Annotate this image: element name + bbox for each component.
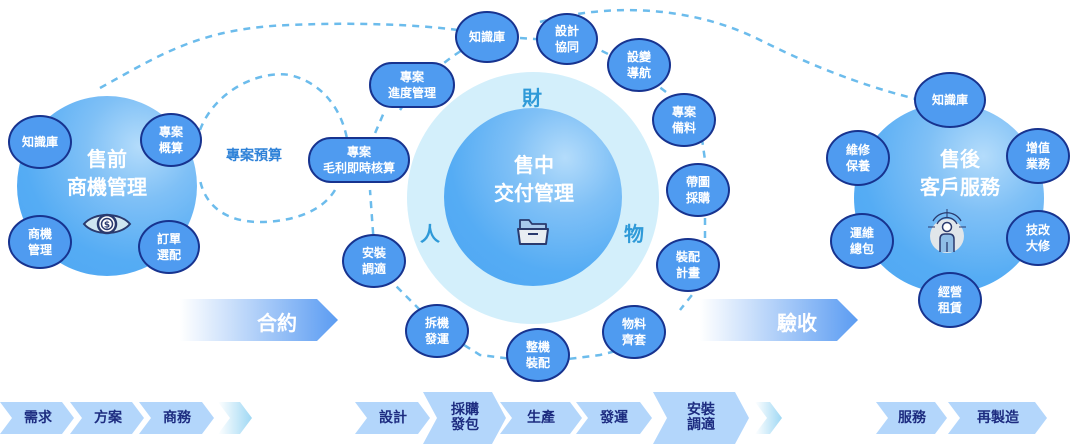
- chevron-install: [653, 392, 749, 444]
- insale-node-assembly-plan[interactable]: 裝配 計畫: [656, 238, 720, 292]
- facet-materials: 物: [624, 222, 644, 246]
- chevron-ship: [576, 402, 652, 434]
- aftersale-circle: [854, 103, 1044, 293]
- chevron-fade-insale: [755, 402, 782, 434]
- milestone-acceptance-arrow: [700, 299, 858, 341]
- insale-node-knowledge-base[interactable]: 知識庫: [455, 11, 519, 63]
- insale-node-progress-mgmt[interactable]: 專案 進度管理: [369, 62, 455, 108]
- insale-node-design-collab[interactable]: 設計 協同: [536, 13, 598, 65]
- step-produce-label: 生產: [527, 409, 555, 426]
- milestone-contract-label: 合約: [257, 311, 297, 335]
- aftersale-node-maintenance[interactable]: 維修 保養: [826, 130, 890, 186]
- insale-node-disassembly-ship[interactable]: 拆機 發運: [405, 304, 469, 358]
- aftersale-node-value-added[interactable]: 增值 業務: [1006, 128, 1070, 184]
- top-arc-presale-to-insale: [99, 22, 459, 90]
- insale-node-drawing-purchase[interactable]: 帶圖 採購: [666, 163, 730, 217]
- chevron-produce: [500, 402, 582, 434]
- budget-loop-label: 專案預算: [226, 148, 282, 164]
- step-install-label: 安裝 調適: [687, 402, 715, 433]
- budget-loop: [198, 73, 350, 224]
- step-remanufacture-label: 再製造: [977, 409, 1019, 426]
- presale-node-order-config[interactable]: 訂單 選配: [138, 220, 200, 274]
- aftersale-title-line2: 客戶服務: [920, 175, 1000, 199]
- step-design-label: 設計: [379, 409, 407, 426]
- aftersale-title-line1: 售後: [940, 147, 980, 171]
- insale-node-install-tuning[interactable]: 安裝 調適: [342, 234, 406, 288]
- presale-title-line2: 商機管理: [67, 175, 147, 199]
- step-business-label: 商務: [163, 409, 191, 426]
- aftersale-node-operating-lease[interactable]: 經營 租賃: [918, 272, 982, 328]
- step-service: 服務: [882, 402, 942, 434]
- step-service-label: 服務: [898, 409, 926, 426]
- top-arc-insale-to-aftersale: [539, 8, 921, 102]
- chevron-service: [876, 402, 947, 434]
- step-produce: 生產: [506, 402, 576, 434]
- facet-finance: 財: [522, 86, 542, 110]
- insale-node-material-kitting[interactable]: 物料 齊套: [602, 305, 666, 359]
- svg-text:$: $: [104, 221, 110, 231]
- step-install: 安裝 調適: [660, 392, 742, 444]
- insale-node-change-nav[interactable]: 設變 導航: [607, 38, 671, 92]
- step-design: 設計: [361, 402, 425, 434]
- chevron-fade-presale: [218, 402, 252, 434]
- chevron-need: [0, 402, 74, 434]
- aftersale-node-retrofit-overhaul[interactable]: 技改 大修: [1006, 210, 1070, 266]
- presale-node-project-estimate[interactable]: 專案 概算: [140, 113, 202, 167]
- folder-open-icon: [517, 219, 549, 245]
- milestone-contract-arrow: [180, 299, 338, 341]
- step-remanufacture: 再製造: [954, 402, 1042, 434]
- presale-node-opportunity-mgmt[interactable]: 商機 管理: [8, 215, 72, 269]
- milestone-acceptance-label: 驗收: [777, 311, 817, 335]
- chevron-business: [139, 402, 214, 434]
- eye-dollar-icon: $: [82, 213, 132, 235]
- insale-node-machine-assembly[interactable]: 整機 裝配: [506, 328, 570, 382]
- person-target-icon: [928, 209, 966, 253]
- chevron-remanufacture: [948, 402, 1047, 434]
- step-procure: 採購 發包: [430, 392, 500, 444]
- insale-node-project-materials[interactable]: 專案 備料: [652, 93, 716, 147]
- presale-node-knowledge-base[interactable]: 知識庫: [8, 115, 72, 169]
- chevron-design: [355, 402, 430, 434]
- facet-people: 人: [420, 222, 440, 246]
- chevron-plan: [70, 402, 144, 434]
- aftersale-node-om-contract[interactable]: 運維 總包: [830, 213, 894, 269]
- step-procure-label: 採購 發包: [451, 402, 479, 433]
- insale-title-line2: 交付管理: [494, 181, 574, 205]
- chevron-shapes: [0, 392, 1047, 444]
- step-plan: 方案: [76, 402, 140, 434]
- step-ship-label: 發運: [600, 409, 628, 426]
- presale-title-line1: 售前: [87, 147, 127, 171]
- step-ship: 發運: [582, 402, 646, 434]
- aftersale-node-knowledge-base[interactable]: 知識庫: [914, 72, 986, 128]
- insale-circle: [444, 108, 622, 286]
- milestone-contract: 合約: [180, 299, 340, 341]
- milestone-acceptance: 驗收: [700, 299, 860, 341]
- step-need: 需求: [6, 402, 70, 434]
- step-need-label: 需求: [24, 409, 52, 426]
- insale-node-margin-accounting[interactable]: 專案 毛利即時核算: [308, 137, 410, 183]
- chevron-procure: [423, 392, 506, 444]
- step-business: 商務: [145, 402, 209, 434]
- insale-title-line1: 售中: [514, 153, 554, 177]
- step-plan-label: 方案: [94, 409, 122, 426]
